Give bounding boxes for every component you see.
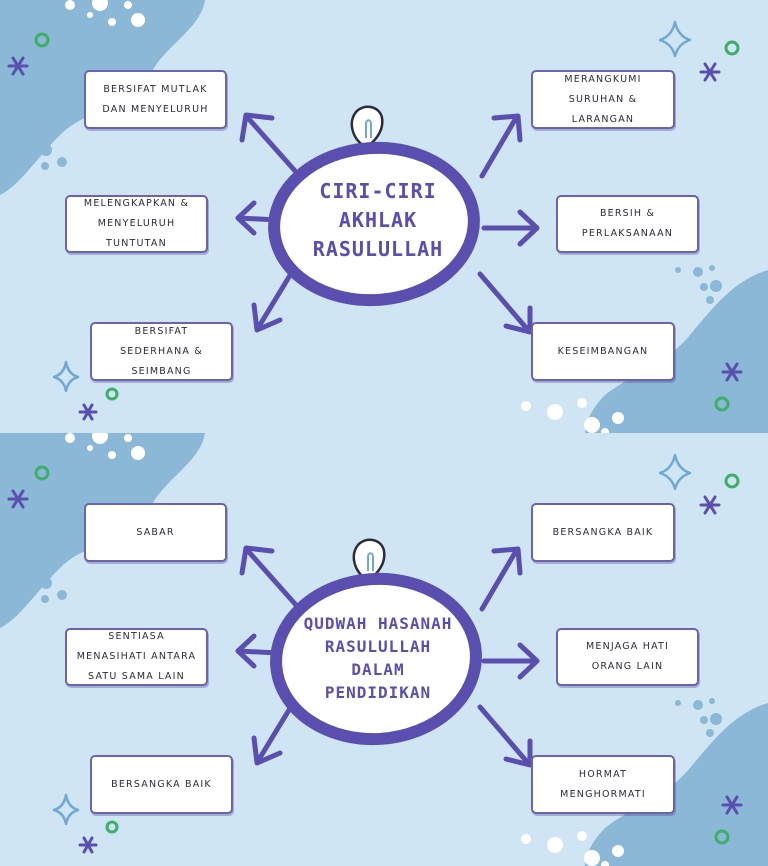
node-top-left: BERSIFAT MUTLAK DAN MENYELURUH [84,70,227,129]
node-bottom-right: KESEIMBANGAN [531,322,675,381]
blue-dots-left [26,577,67,603]
white-dots-top [65,433,145,460]
center-oval [268,141,480,307]
node-mid-right: BERSIH & PERLAKSANAAN [556,195,699,253]
bottom-right-blob [585,270,768,433]
white-dots-bottom [521,398,624,433]
node-top-right: MERANGKUMI SURUHAN & LARANGAN [531,70,675,129]
node-top-left: SABAR [84,503,227,562]
node-bottom-left: BERSANGKA BAIK [90,755,233,814]
blue-dots-left [26,144,67,170]
node-top-right: BERSANGKA BAIK [531,503,675,562]
white-dots-bottom [521,831,624,866]
node-mid-left: MELENGKAPKAN & MENYELURUH TUNTUTAN [65,195,208,253]
green-rings [34,465,740,845]
lightbulb-icon [350,105,384,148]
bottom-right-blob [585,703,768,866]
mindmap-panel-akhlak: CIRI-CIRI AKHLAK RASULULLAH BERSIFAT MUT… [0,0,768,433]
blue-dots-right [675,265,729,304]
node-mid-right: MENJAGA HATI ORANG LAIN [556,628,699,686]
lightbulb-icon [352,538,386,581]
node-mid-left: SENTIASA MENASIHATI ANTARA SATU SAMA LAI… [65,628,208,686]
center-title: QUDWAH HASANAH RASULULLAH DALAM PENDIDIK… [303,614,453,702]
mindmap-panel-qudwah: QUDWAH HASANAH RASULULLAH DALAM PENDIDIK… [0,433,768,866]
green-rings [34,32,740,412]
center-oval [270,572,482,746]
purple-asterisks [7,489,743,854]
purple-asterisks [7,56,743,421]
node-bottom-left: BERSIFAT SEDERHANA & SEIMBANG [90,322,233,381]
panel-background [0,433,768,866]
white-dots-top [65,0,145,27]
connector-arrows [235,112,540,335]
node-bottom-right: HORMAT MENGHORMATI [531,755,675,814]
blue-dots-right [675,698,729,737]
center-title: CIRI-CIRI AKHLAK RASULULLAH [312,178,444,261]
sparkles [52,453,692,826]
sparkles [52,20,692,393]
panel-background [0,0,768,433]
